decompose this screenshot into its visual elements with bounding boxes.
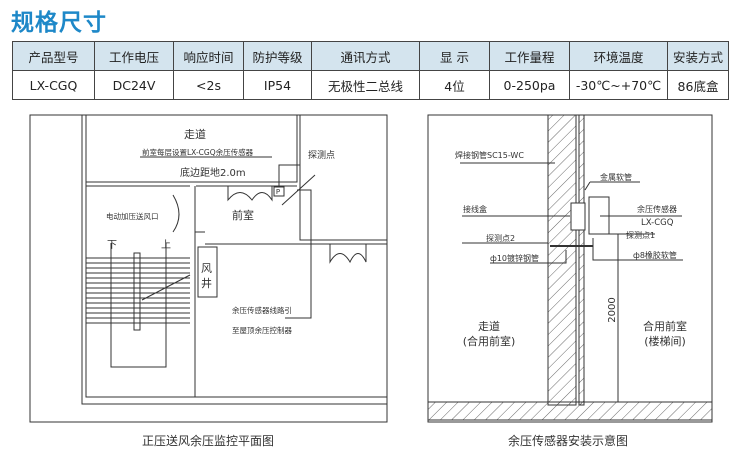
anteroom-wall: [86, 115, 387, 241]
anteroom-lower-wall: [194, 186, 387, 397]
wiring-label-1: 余压传感器线路引: [232, 305, 292, 315]
door: [227, 186, 273, 202]
leader-rubber-hose: [592, 238, 683, 261]
steel-pipe-label: 焊接钢管SC15-WC: [455, 150, 524, 160]
page-title: 规格尺寸: [11, 10, 107, 36]
junction-box: [570, 202, 586, 231]
galv-pipe-label: ф10镀锌钢管: [490, 253, 539, 263]
wall-section: [547, 114, 577, 406]
probe-2-label: 探测点2: [486, 233, 515, 243]
header-cell: 工作电压: [94, 41, 174, 71]
spec-table: 产品型号 工作电压 响应时间 防护等级 通讯方式 显 示 工作量程 环境温度 安…: [12, 41, 729, 100]
wiring-line: [285, 189, 312, 319]
table-cell: DC24V: [94, 70, 174, 100]
sensor-leader: [278, 164, 300, 187]
sensor-model-label: LX-CGQ: [641, 218, 674, 228]
rubber-hose-label: ф8橡胶软管: [633, 250, 677, 260]
sensor-label: 余压传感器: [637, 204, 677, 214]
install-diagram: [427, 114, 713, 423]
sensor-p-label: P: [276, 188, 280, 196]
plan-caption: 正压送风余压监控平面图: [142, 433, 274, 448]
table-cell: IP54: [243, 70, 312, 100]
install-caption: 余压传感器安装示意图: [508, 433, 628, 448]
left-room-sublabel: (合用前室): [463, 334, 516, 348]
floor-section: [427, 401, 713, 421]
probe-point-label: 探测点: [308, 149, 335, 161]
table-header-row: 产品型号 工作电压 响应时间 防护等级 通讯方式 显 示 工作量程 环境温度 安…: [12, 41, 729, 71]
table-cell: 4位: [419, 70, 490, 100]
wall-finish: [578, 114, 585, 406]
table-cell: 无极性二总线: [311, 70, 420, 100]
corridor-label: 走道: [184, 127, 206, 141]
corridor-wall: [86, 115, 298, 183]
leader-metal-hose: [584, 181, 640, 191]
plan-diagram: [29, 114, 388, 423]
metal-hose-label: 金属软管: [600, 172, 632, 182]
staircase: [86, 243, 191, 368]
header-cell: 产品型号: [12, 41, 95, 71]
outer-wall: [81, 115, 387, 405]
height-label: 2000: [607, 297, 618, 322]
header-cell: 显 示: [419, 41, 490, 71]
plan-outline: [29, 114, 388, 423]
door: [172, 194, 180, 233]
junction-box-label: 接线盒: [463, 204, 487, 214]
header-cell: 环境温度: [569, 41, 668, 71]
right-room-sublabel: (楼梯间): [644, 334, 686, 348]
header-cell: 通讯方式: [311, 41, 420, 71]
leader-galv-pipe: [490, 250, 567, 264]
shaft-label-2: 井: [201, 276, 212, 290]
table-cell: LX-CGQ: [12, 70, 95, 100]
header-cell: 工作量程: [489, 41, 570, 71]
table-cell: 86底盒: [667, 70, 729, 100]
header-cell: 安装方式: [667, 41, 729, 71]
shaft-label-1: 风: [201, 262, 212, 275]
air-shaft: [197, 246, 218, 298]
left-room-label: 走道: [478, 319, 500, 333]
wiring-label-2: 至屋顶余压控制器: [232, 325, 292, 335]
right-room-label: 合用前室: [643, 319, 687, 333]
anteroom-label: 前室: [232, 208, 254, 222]
table-cell: -30℃~+70℃: [569, 70, 668, 100]
up-label: 上: [161, 239, 171, 251]
door: [329, 244, 367, 264]
air-outlet-label: 电动加压送风口: [106, 211, 159, 221]
table-cell: 0-250pa: [489, 70, 570, 100]
down-label: 下: [107, 240, 117, 251]
outer-wall-inner: [85, 115, 387, 398]
height-note: 底边距地2.0m: [180, 166, 246, 179]
probe-1-label: 探测点1: [626, 230, 655, 240]
header-cell: 防护等级: [243, 41, 312, 71]
table-cell: <2s: [173, 70, 244, 100]
sensor-note: 前室每层设置LX-CGQ余压传感器: [142, 147, 254, 157]
table-row: LX-CGQ DC24V <2s IP54 无极性二总线 4位 0-250pa …: [12, 70, 729, 100]
